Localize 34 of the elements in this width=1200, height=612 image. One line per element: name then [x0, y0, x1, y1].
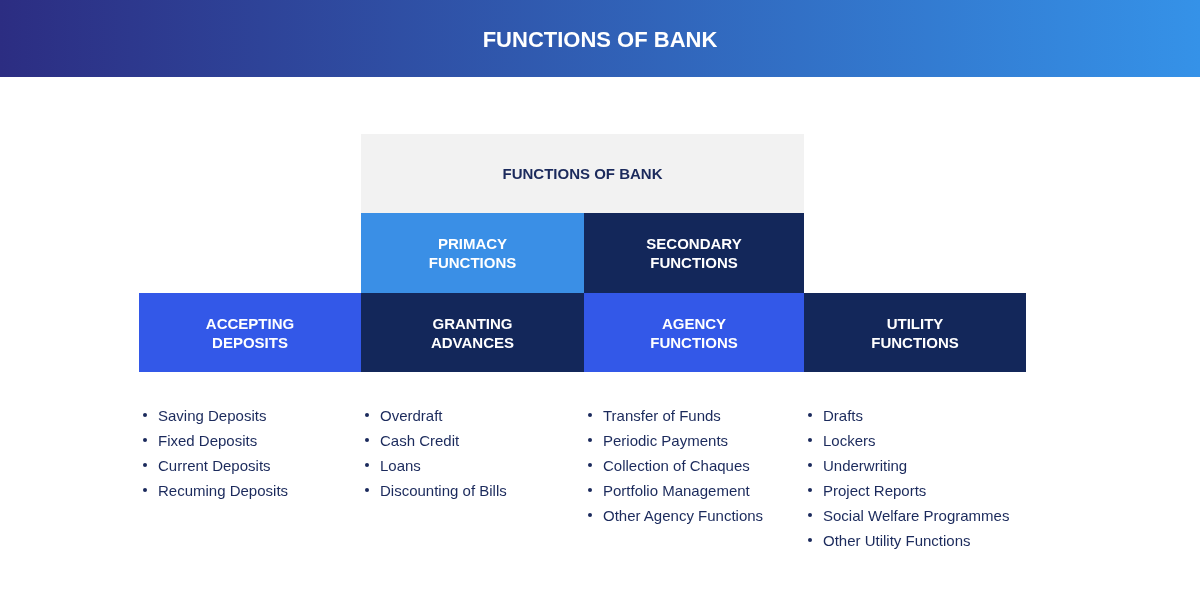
list-item: Fixed Deposits: [158, 432, 258, 449]
category-box: [361, 134, 804, 213]
list-item: Collection of Chaques: [603, 457, 750, 474]
list-item: Overdraft: [380, 407, 443, 424]
box-heading: ACCEPTING DEPOSITS: [204, 313, 296, 352]
list-item: Cash Credit: [380, 432, 460, 449]
category-box: [584, 293, 804, 372]
box-heading: PRIMACY FUNCTIONS: [427, 234, 518, 272]
page-title: FUNCTIONS OF BANK: [481, 27, 719, 53]
list-item: Lockers: [823, 432, 876, 449]
list-item: Project Reports: [823, 482, 927, 499]
box-heading: AGENCY FUNCTIONS: [649, 313, 739, 352]
list-item: Drafts: [823, 407, 863, 424]
category-box: [361, 213, 584, 293]
list-item: Transfer of Funds: [603, 407, 721, 424]
list-item: Other Utility Functions: [823, 532, 971, 549]
category-box: [139, 293, 361, 372]
list-item: Saving Deposits: [158, 407, 267, 424]
box-heading: UTILITY FUNCTIONS: [870, 313, 960, 352]
list-item: Loans: [380, 457, 421, 474]
list-item: Recuming Deposits: [158, 482, 289, 499]
list-item: Other Agency Functions: [603, 507, 764, 524]
list-item: Current Deposits: [158, 457, 271, 474]
category-box: [584, 213, 804, 293]
category-box: [804, 293, 1026, 372]
list-item: Discounting of Bills: [380, 482, 507, 499]
box-heading: GRANTING ADVANCES: [429, 313, 516, 352]
list-item: Social Welfare Programmes: [823, 507, 1010, 524]
list-item: Underwriting: [823, 457, 908, 474]
list-item: Portfolio Management: [603, 482, 750, 499]
list-item: Periodic Payments: [603, 432, 729, 449]
box-heading: FUNCTIONS OF BANK: [502, 164, 663, 183]
box-heading: SECONDARY FUNCTIONS: [645, 234, 743, 272]
category-box: [361, 293, 584, 372]
